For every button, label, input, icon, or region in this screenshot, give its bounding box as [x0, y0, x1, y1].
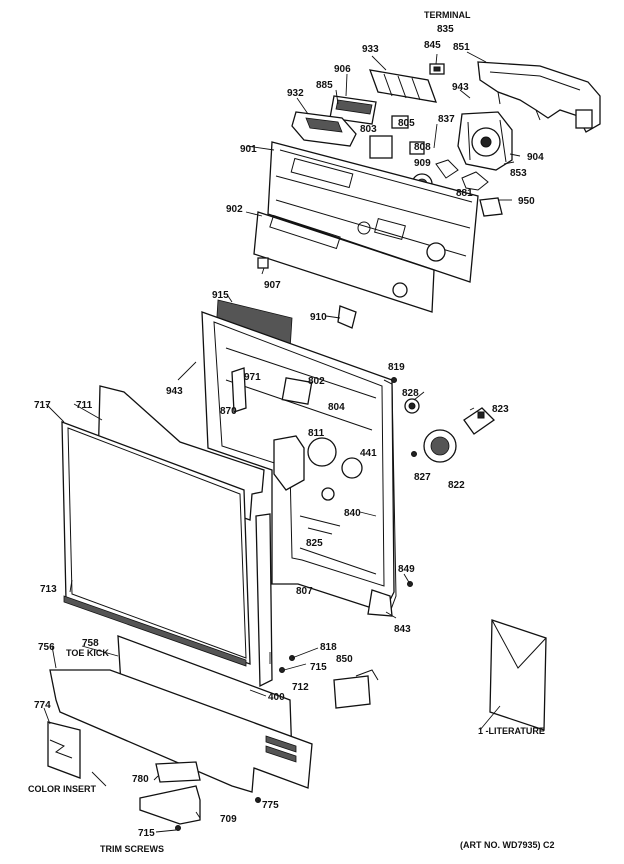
rinse-cap [404, 398, 420, 414]
label-818: 818 [320, 642, 337, 653]
label-717: 717 [34, 400, 51, 411]
small-switches [369, 115, 425, 159]
timer [457, 111, 513, 171]
label-943-mid: 943 [166, 386, 183, 397]
label-828: 828 [402, 388, 419, 399]
label-843: 843 [394, 624, 411, 635]
cam-clip [461, 171, 489, 191]
inner-door [201, 311, 395, 613]
label-805: 805 [398, 118, 415, 129]
terminal-bracket [477, 61, 601, 133]
push-button-switch [329, 95, 377, 125]
caption-color-insert: COLOR INSERT [28, 784, 97, 794]
label-881: 881 [456, 188, 473, 199]
door-panel-insert [61, 421, 251, 665]
label-933: 933 [362, 44, 379, 55]
color-insert-panel [47, 721, 81, 779]
label-712: 712 [292, 682, 309, 693]
label-910: 910 [310, 312, 327, 323]
label-811: 811 [308, 428, 325, 439]
label-827: 827 [414, 472, 431, 483]
label-804: 804 [328, 402, 345, 413]
bracket-709 [139, 785, 201, 825]
caption-art-no: (ART NO. WD7935) C2 [460, 840, 555, 850]
label-803: 803 [360, 124, 377, 135]
label-950: 950 [518, 196, 535, 207]
small-clip [257, 257, 269, 269]
label-971: 971 [244, 372, 261, 383]
caption-terminal: TERMINAL [424, 10, 471, 20]
door-trim-bottom [63, 595, 247, 667]
label-902: 902 [226, 204, 243, 215]
label-835: 835 [437, 24, 454, 35]
label-932: 932 [287, 88, 304, 99]
control-panel-trim [253, 211, 435, 313]
label-819: 819 [388, 362, 405, 373]
label-709: 709 [220, 814, 237, 825]
label-870: 870 [220, 406, 237, 417]
label-441: 441 [360, 448, 377, 459]
access-panel [49, 669, 313, 793]
latch-block [479, 197, 503, 217]
label-907: 907 [264, 280, 281, 291]
terminal-block [429, 63, 445, 75]
label-808: 808 [414, 142, 431, 153]
label-756: 756 [38, 642, 55, 653]
literature-envelope [489, 619, 547, 731]
label-850: 850 [336, 654, 353, 665]
label-906: 906 [334, 64, 351, 75]
caption-trim-screws: TRIM SCREWS [100, 844, 164, 854]
label-851: 851 [453, 42, 470, 53]
leader-lines [43, 51, 521, 833]
label-400: 400 [268, 692, 285, 703]
label-780: 780 [132, 774, 149, 785]
caption-literature: 1 -LITERATURE [478, 726, 545, 736]
clip-850 [333, 669, 379, 709]
actuator-lever [463, 407, 496, 435]
bracket-780 [155, 761, 201, 783]
label-943-top: 943 [452, 82, 469, 93]
label-849: 849 [398, 564, 415, 575]
label-904: 904 [527, 152, 544, 163]
label-853: 853 [510, 168, 527, 179]
rinse-agent-dispenser [423, 429, 457, 463]
label-840: 840 [344, 508, 361, 519]
label-909: 909 [414, 158, 431, 169]
label-822: 822 [448, 480, 465, 491]
detergent-dispenser [281, 377, 313, 405]
control-switch-strip [369, 69, 437, 103]
label-825: 825 [306, 538, 323, 549]
control-panel [267, 141, 479, 283]
side-trim [255, 513, 273, 688]
label-802: 802 [308, 376, 325, 387]
label-715-b: 715 [138, 828, 155, 839]
switch-block [291, 111, 357, 147]
label-775: 775 [262, 800, 279, 811]
label-845: 845 [424, 40, 441, 51]
label-711: 711 [76, 400, 93, 411]
label-713: 713 [40, 584, 57, 595]
label-901: 901 [240, 144, 257, 155]
label-715: 715 [310, 662, 327, 673]
label-823: 823 [492, 404, 509, 415]
label-837: 837 [438, 114, 455, 125]
label-758: 758 [82, 638, 99, 649]
label-885: 885 [316, 80, 333, 91]
knob [337, 305, 357, 329]
label-774: 774 [34, 700, 51, 711]
caption-toe-kick: TOE KICK [66, 648, 109, 658]
label-807: 807 [296, 586, 313, 597]
label-915: 915 [212, 290, 229, 301]
